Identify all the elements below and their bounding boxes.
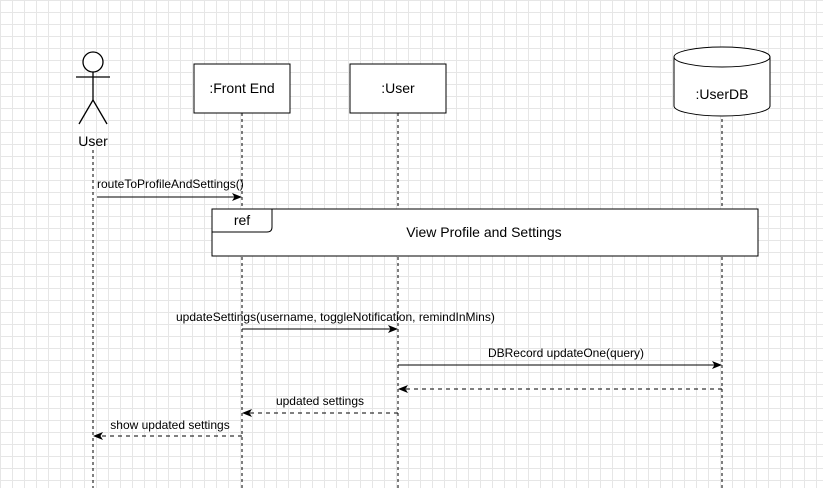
participant-user-object[interactable]: :User [349, 63, 447, 114]
message-label: routeToProfileAndSettings() [97, 177, 244, 191]
database-icon [673, 46, 771, 117]
stick-figure-icon [76, 51, 110, 125]
actor-user-label: User [78, 133, 108, 149]
message-route-to-profile[interactable]: routeToProfileAndSettings() [97, 177, 244, 201]
message-db-update-one[interactable]: DBRecord updateOne(query) [398, 346, 722, 369]
participant-userdb[interactable]: :UserDB [673, 46, 771, 117]
participant-user-object-label: :User [381, 80, 415, 96]
participant-front-end[interactable]: :Front End [193, 63, 291, 114]
message-show-updated-settings[interactable]: show updated settings [93, 418, 242, 440]
message-updated-settings[interactable]: updated settings [242, 394, 398, 417]
participant-front-end-label: :Front End [209, 80, 274, 96]
message-label: show updated settings [110, 418, 229, 432]
message-label: DBRecord updateOne(query) [488, 346, 644, 360]
message-label: updated settings [276, 394, 364, 408]
actor-user[interactable]: User [76, 51, 110, 149]
ref-fragment-title: View Profile and Settings [406, 224, 561, 240]
message-label: updateSettings(username, toggleNotificat… [176, 310, 495, 324]
ref-fragment[interactable]: ref View Profile and Settings [211, 208, 759, 257]
ref-fragment-tag-box [211, 208, 273, 233]
message-update-settings[interactable]: updateSettings(username, toggleNotificat… [176, 310, 495, 333]
ref-fragment-tag: ref [234, 212, 250, 228]
participant-userdb-label: :UserDB [696, 86, 749, 102]
